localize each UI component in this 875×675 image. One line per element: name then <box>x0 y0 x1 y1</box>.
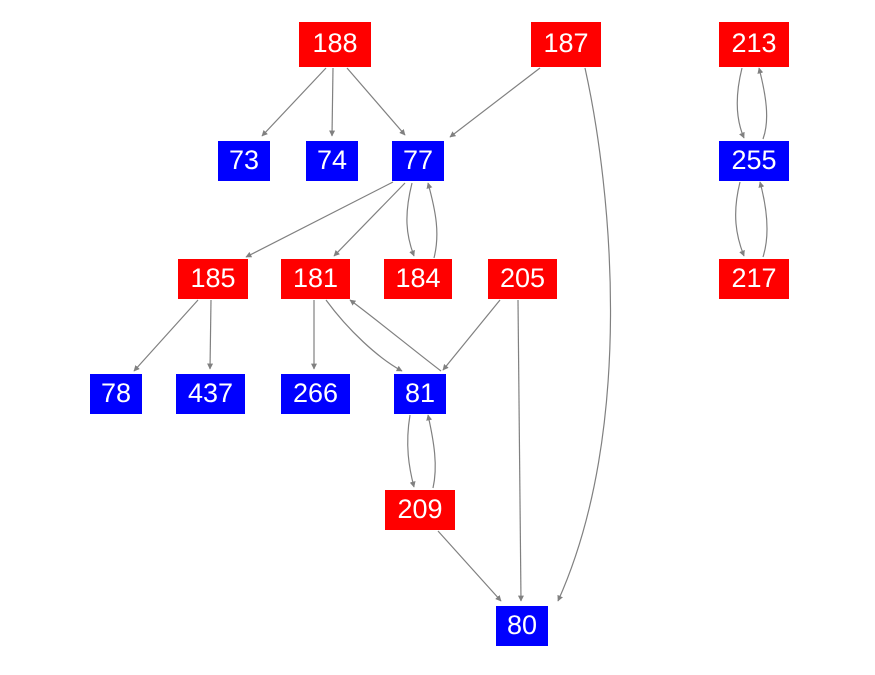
edge-181-to-81 <box>325 299 403 372</box>
edge-205-to-81 <box>442 299 501 371</box>
edge-213-to-255 <box>736 67 745 139</box>
node-label-266: 266 <box>292 377 339 408</box>
edge-184-to-77 <box>426 182 438 259</box>
node-label-184: 184 <box>395 262 441 293</box>
node-label-187: 187 <box>543 28 589 58</box>
edge-255-to-213 <box>757 67 768 140</box>
node-437[interactable]: 437 <box>176 374 245 414</box>
node-label-181: 181 <box>292 262 339 293</box>
edge-185-to-437 <box>207 299 214 370</box>
node-label-77: 77 <box>402 144 434 175</box>
node-77[interactable]: 77 <box>392 141 444 181</box>
node-label-209: 209 <box>397 493 443 524</box>
node-label-217: 217 <box>731 262 777 293</box>
node-188[interactable]: 188 <box>299 22 371 67</box>
node-label-213: 213 <box>731 28 777 58</box>
edge-group <box>133 67 768 602</box>
edge-81-to-181 <box>349 299 442 372</box>
node-label-255: 255 <box>731 144 777 175</box>
node-255[interactable]: 255 <box>719 141 789 181</box>
node-label-80: 80 <box>506 609 538 640</box>
node-213[interactable]: 213 <box>719 22 789 67</box>
node-73[interactable]: 73 <box>218 141 270 181</box>
node-209[interactable]: 209 <box>385 490 455 530</box>
edge-188-to-77 <box>346 67 406 136</box>
node-label-437: 437 <box>187 377 234 408</box>
node-185[interactable]: 185 <box>178 259 248 299</box>
node-label-81: 81 <box>404 377 436 408</box>
node-81[interactable]: 81 <box>394 374 446 414</box>
node-74[interactable]: 74 <box>306 141 358 181</box>
edge-81-to-209 <box>407 414 416 488</box>
node-label-205: 205 <box>499 262 546 293</box>
node-label-73: 73 <box>228 144 260 175</box>
node-label-188: 188 <box>312 28 358 58</box>
edge-187-to-80 <box>557 67 612 602</box>
node-187[interactable]: 187 <box>531 22 601 67</box>
edge-188-to-74 <box>329 67 336 137</box>
edge-77-to-184 <box>406 182 415 257</box>
edge-185-to-78 <box>133 299 199 372</box>
node-label-185: 185 <box>190 262 236 293</box>
edge-255-to-217 <box>735 181 745 257</box>
node-80[interactable]: 80 <box>496 606 548 646</box>
node-205[interactable]: 205 <box>488 259 557 299</box>
edge-209-to-81 <box>426 414 436 489</box>
edge-217-to-255 <box>758 181 768 258</box>
edge-205-to-80 <box>517 299 524 602</box>
node-184[interactable]: 184 <box>384 259 452 299</box>
node-label-78: 78 <box>100 377 132 408</box>
edge-209-to-80 <box>437 530 502 602</box>
node-217[interactable]: 217 <box>719 259 789 299</box>
edge-188-to-73 <box>261 67 327 137</box>
edge-77-to-181 <box>333 182 406 257</box>
edge-77-to-185 <box>245 181 394 258</box>
node-181[interactable]: 181 <box>281 259 350 299</box>
node-label-74: 74 <box>316 144 348 175</box>
node-266[interactable]: 266 <box>281 374 350 414</box>
edge-187-to-77 <box>449 67 541 138</box>
node-78[interactable]: 78 <box>90 374 142 414</box>
